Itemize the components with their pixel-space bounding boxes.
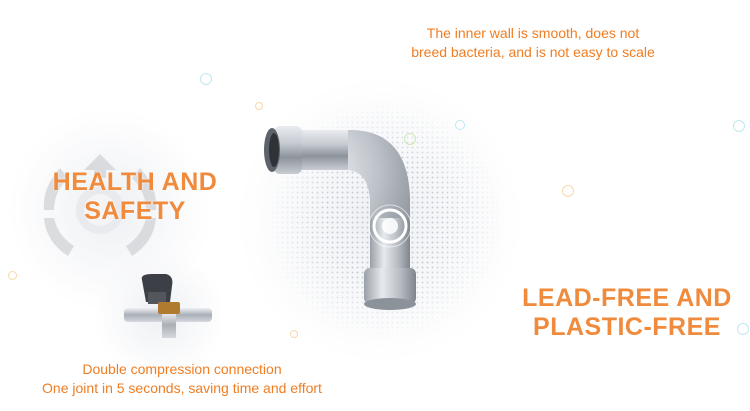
bubble-decor xyxy=(8,271,17,280)
bubble-decor xyxy=(455,120,465,130)
bubble-decor xyxy=(200,73,212,85)
feature-lead-free-line2: PLASTIC-FREE xyxy=(533,313,721,341)
feature-compression: Double compression connection One joint … xyxy=(22,360,342,398)
bubble-decor xyxy=(733,120,745,132)
feature-smooth-wall: The inner wall is smooth, does not breed… xyxy=(378,24,688,62)
target-ring-icon xyxy=(368,204,412,248)
feature-health-safety-line2: SAFETY xyxy=(84,197,186,225)
bubble-decor xyxy=(562,185,574,197)
feature-compression-line1: Double compression connection xyxy=(82,361,282,377)
feature-lead-free: LEAD-FREE AND PLASTIC-FREE xyxy=(522,284,732,342)
bubble-decor xyxy=(404,133,416,145)
bubble-decor xyxy=(290,330,298,338)
feature-smooth-wall-line2: breed bacteria, and is not easy to scale xyxy=(411,44,655,60)
bubble-decor xyxy=(737,323,749,335)
elbow-pipe-image xyxy=(264,126,416,310)
shield-arrows-icon xyxy=(43,154,157,256)
feature-lead-free-line1: LEAD-FREE AND xyxy=(522,284,732,312)
feature-smooth-wall-line1: The inner wall is smooth, does not xyxy=(426,25,640,41)
feature-health-safety: HEALTH AND SAFETY xyxy=(30,168,240,226)
compression-joint-image xyxy=(124,274,212,338)
bubble-decor xyxy=(255,102,263,110)
feature-health-safety-line1: HEALTH AND xyxy=(52,168,218,196)
feature-compression-line2: One joint in 5 seconds, saving time and … xyxy=(42,380,322,396)
